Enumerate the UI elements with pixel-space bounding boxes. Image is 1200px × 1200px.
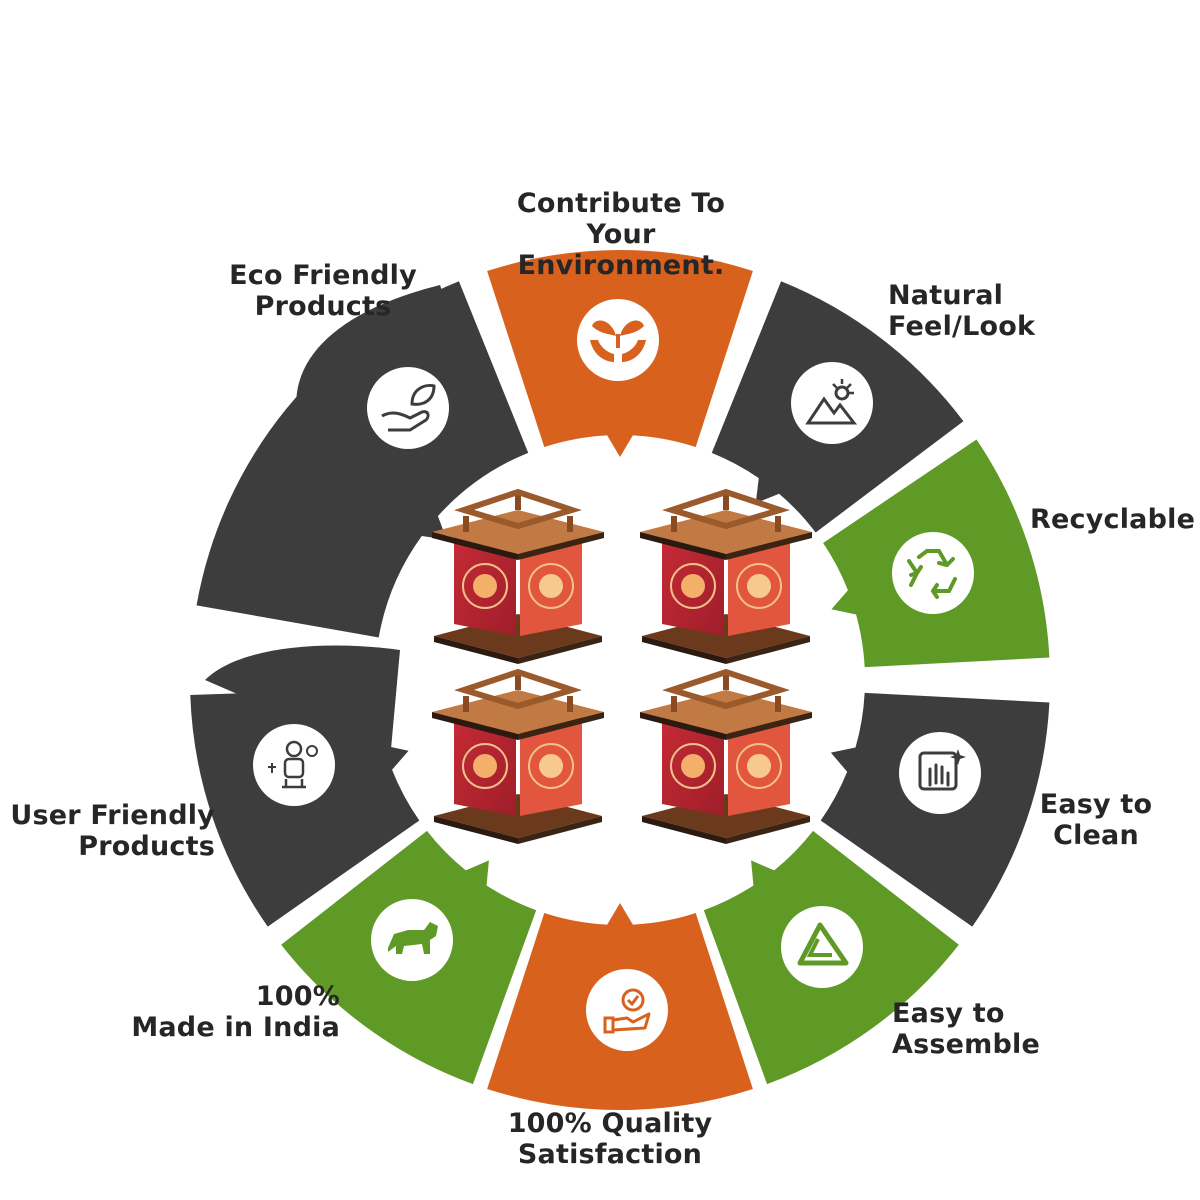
mountain-sun-icon xyxy=(791,362,873,444)
product-lantern xyxy=(432,488,604,664)
label-eco-friendly: Eco Friendly Products xyxy=(229,260,417,322)
hand-wipe-icon xyxy=(899,732,981,814)
lion-icon xyxy=(371,899,453,981)
product-lantern xyxy=(432,668,604,844)
assemble-triangle-icon xyxy=(781,906,863,988)
segment-user-friendly xyxy=(190,688,420,927)
recycle-icon xyxy=(892,532,974,614)
label-recyclable: Recyclable xyxy=(1030,504,1196,535)
user-desk-icon xyxy=(253,724,335,806)
icon-circles xyxy=(253,299,981,1051)
product-group xyxy=(432,488,812,844)
label-made-in-india: 100% Made in India xyxy=(131,981,340,1043)
label-quality-satisfaction: 100% Quality Satisfaction xyxy=(507,1108,713,1170)
eco-friendly-tab xyxy=(296,285,470,430)
hand-badge-icon xyxy=(586,969,668,1051)
product-lantern xyxy=(640,488,812,664)
product-lantern xyxy=(640,668,812,844)
leaf-hand-icon xyxy=(367,367,449,449)
label-easy-to-clean: Easy to Clean xyxy=(1039,789,1153,851)
label-easy-to-assemble: Easy to Assemble xyxy=(892,998,1040,1060)
plant-in-hands-icon xyxy=(577,299,659,381)
label-contribute-environment: Contribute To Your Environment. xyxy=(516,188,726,281)
user-friendly-tab xyxy=(205,645,400,760)
label-user-friendly: User Friendly Products xyxy=(10,800,215,862)
label-natural-feel: Natural Feel/Look xyxy=(888,280,1036,342)
